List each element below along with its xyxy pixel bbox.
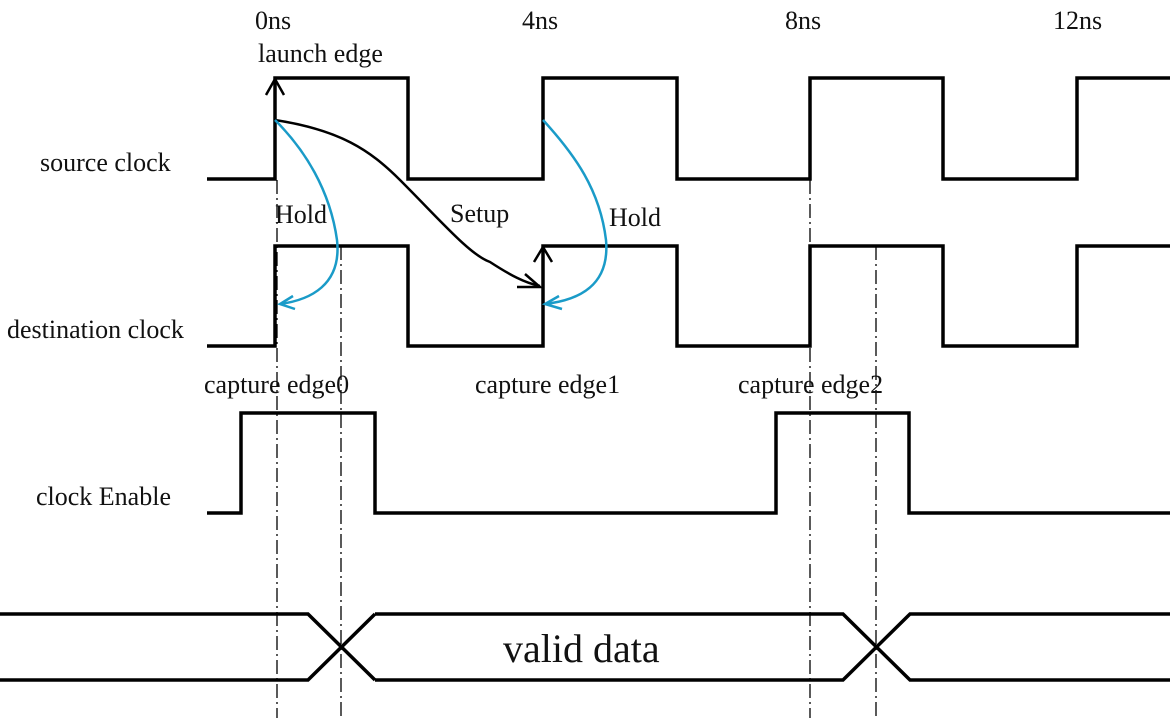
tick-label-12ns: 12ns xyxy=(1053,6,1102,35)
tick-label-0ns: 0ns xyxy=(255,6,291,35)
launch-edge-label: launch edge xyxy=(258,39,383,68)
launch-edge-arrow-icon xyxy=(264,76,286,96)
setup-arrow xyxy=(274,118,541,288)
valid-data-label: valid data xyxy=(503,626,660,671)
data-bus-mid-top xyxy=(375,612,1170,682)
hold-arrow-right xyxy=(542,119,608,306)
clock-enable-label: clock Enable xyxy=(36,482,171,511)
clock-enable-waveform xyxy=(207,411,1170,515)
destination-clock-label: destination clock xyxy=(7,315,184,344)
destination-clock-waveform xyxy=(207,244,1170,348)
hold-left-label: Hold xyxy=(275,200,327,229)
capture-edge2-label: capture edge2 xyxy=(738,370,883,399)
guide-lines xyxy=(276,180,877,718)
tick-label-4ns: 4ns xyxy=(522,6,558,35)
data-bus xyxy=(0,612,1170,682)
hold-arrow-left-head-icon xyxy=(277,294,296,311)
capture-edge1-label: capture edge1 xyxy=(475,370,620,399)
data-bus-mid-bottom xyxy=(375,612,1170,682)
capture-edge1-arrow-icon xyxy=(532,244,554,263)
source-clock-label: source clock xyxy=(40,148,171,177)
hold-right-label: Hold xyxy=(609,203,661,232)
hold-arrow-right-head-icon xyxy=(541,294,563,311)
data-bus-bottom xyxy=(0,612,377,682)
setup-arrowhead-icon xyxy=(517,273,544,289)
tick-label-8ns: 8ns xyxy=(785,6,821,35)
hold-arrow-left xyxy=(274,119,339,306)
setup-label: Setup xyxy=(450,199,509,228)
data-bus-top xyxy=(0,612,377,682)
capture-edge0-label: capture edge0 xyxy=(204,370,349,399)
source-clock-waveform xyxy=(207,76,1170,181)
